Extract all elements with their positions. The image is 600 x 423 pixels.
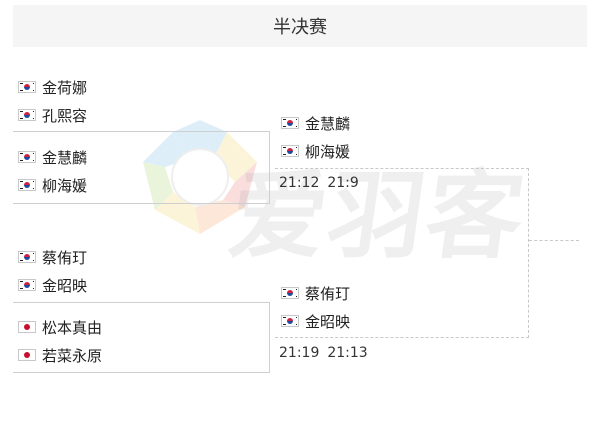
player-row: 柳海媛 [281, 139, 350, 163]
final-bracket-line [529, 240, 579, 241]
japan-flag-icon [18, 349, 36, 361]
player-name: 金慧麟 [42, 148, 88, 167]
player-name: 松本真由 [42, 318, 103, 337]
player-row: 金昭映 [18, 273, 87, 297]
game-score: 21:19 [279, 345, 320, 361]
match-score: 21:12 21:9 [279, 175, 359, 191]
final-bracket-connector [275, 168, 529, 338]
round-header: 半决赛 [13, 5, 587, 47]
player-row: 金慧麟 [281, 111, 350, 135]
player-name: 金慧麟 [305, 114, 351, 133]
japan-flag-icon [18, 321, 36, 333]
korea-flag-icon [281, 117, 299, 129]
match-bracket-box [13, 131, 270, 204]
player-name: 金昭映 [305, 312, 351, 331]
player-row: 蔡侑玎 [18, 245, 87, 269]
korea-flag-icon [18, 251, 36, 263]
player-row: 孔熙容 [18, 103, 87, 127]
game-score: 21:9 [327, 175, 359, 191]
match-bracket-box [13, 302, 270, 373]
round-title: 半决赛 [273, 17, 327, 38]
player-name: 若菜永原 [42, 346, 103, 365]
player-name: 柳海媛 [42, 176, 88, 195]
match-score: 21:19 21:13 [279, 345, 368, 361]
player-name: 孔熙容 [42, 106, 88, 125]
player-row: 金荷娜 [18, 75, 87, 99]
player-row: 金慧麟 [18, 145, 87, 169]
korea-flag-icon [281, 287, 299, 299]
player-row: 金昭映 [281, 309, 350, 333]
player-row: 若菜永原 [18, 343, 102, 367]
game-score: 21:12 [279, 175, 320, 191]
player-name: 蔡侑玎 [305, 284, 351, 303]
korea-flag-icon [18, 279, 36, 291]
player-name: 金荷娜 [42, 78, 88, 97]
player-name: 金昭映 [42, 276, 88, 295]
game-score: 21:13 [327, 345, 368, 361]
korea-flag-icon [18, 109, 36, 121]
player-row: 柳海媛 [18, 173, 87, 197]
korea-flag-icon [18, 179, 36, 191]
korea-flag-icon [281, 315, 299, 327]
korea-flag-icon [281, 145, 299, 157]
player-row: 松本真由 [18, 315, 102, 339]
player-name: 蔡侑玎 [42, 248, 88, 267]
korea-flag-icon [18, 151, 36, 163]
player-name: 柳海媛 [305, 142, 351, 161]
player-row: 蔡侑玎 [281, 281, 350, 305]
korea-flag-icon [18, 81, 36, 93]
